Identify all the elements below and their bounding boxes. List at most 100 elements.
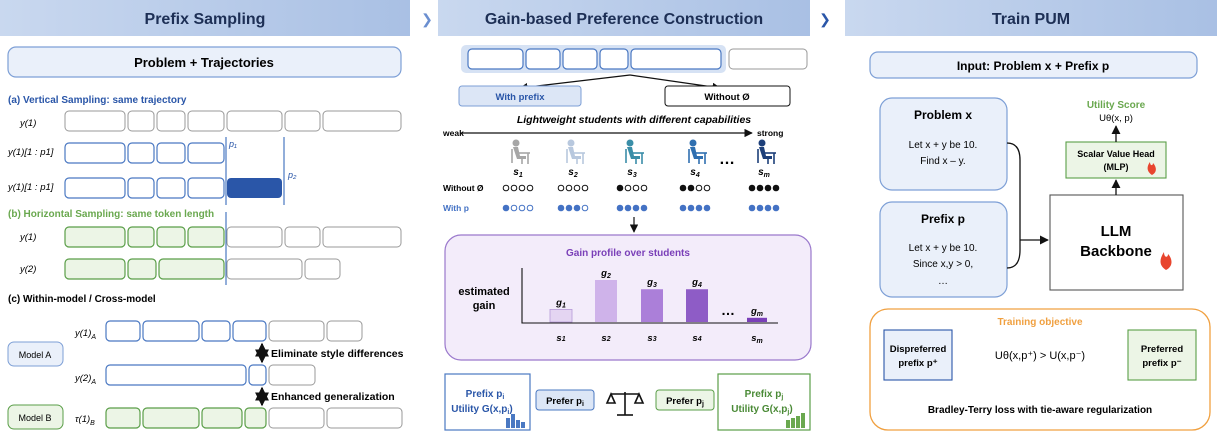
without-dot <box>748 184 756 192</box>
header-col3-bg <box>845 0 1217 36</box>
estimated-label: estimated <box>458 286 509 298</box>
prefer-j-box <box>655 389 715 411</box>
value-head-line1: Scalar Value Head <box>1077 149 1155 159</box>
prefix-j-mini-bars <box>786 413 805 428</box>
utility-i-label: Utility G(x,pi) <box>451 404 512 416</box>
gain-category-label: s4 <box>692 333 701 344</box>
prefix-line1: Let x + y be 10. <box>909 243 978 254</box>
strong-label: strong <box>757 128 783 138</box>
v-row3-extra-token <box>227 178 282 198</box>
head-flame-icon <box>1147 162 1156 175</box>
gain-bar <box>747 317 767 322</box>
m-row1-blue-tokens <box>105 320 267 342</box>
with-dot <box>616 204 624 212</box>
top-grey-token <box>728 48 808 70</box>
m-row3-grey-tokens <box>268 407 403 429</box>
bt-loss-label: Bradley-Terry loss with tie-aware regula… <box>928 405 1152 416</box>
student-figure-icon <box>757 139 776 164</box>
with-dot <box>565 204 573 212</box>
objective-formula: Uθ(x,p⁺) > U(x,p⁻) <box>995 350 1085 362</box>
gain-bar-label: g3 <box>646 277 657 289</box>
model-b-label: Model B <box>18 413 51 423</box>
without-dot <box>565 184 573 192</box>
enhanced-label: Enhanced generalization <box>271 391 395 403</box>
preferred-box <box>1127 329 1197 381</box>
with-dot <box>695 204 703 212</box>
gain-category-label: s1 <box>556 333 565 344</box>
without-label: Without Ø <box>704 92 749 103</box>
with-dot <box>502 204 510 212</box>
header-col1-bg <box>0 0 410 36</box>
without-dot <box>510 184 518 192</box>
gain-category-label: sm <box>751 333 763 345</box>
header-col2: Gain-based Preference Construction <box>485 11 763 28</box>
v-row3-tokens <box>64 177 225 199</box>
prefer-j-label: Prefer pj <box>666 396 704 408</box>
prefix-i-mini-bars <box>506 414 525 428</box>
without-dot <box>703 184 711 192</box>
h-row1-label: y(1) <box>19 232 36 243</box>
dispreferred-line2: prefix p⁺ <box>898 358 937 369</box>
gain-bar-label: g1 <box>555 297 566 309</box>
prefix-j-label: Prefix pj <box>745 389 784 401</box>
h-row1-green-tokens <box>64 226 225 248</box>
gain-bar <box>549 308 573 323</box>
m-row3-green-tokens <box>105 407 267 429</box>
gain-bar-label: gm <box>750 306 763 318</box>
backbone-flame-icon <box>1160 252 1172 270</box>
dispreferred-line1: Dispreferred <box>890 344 947 355</box>
with-dot <box>640 204 648 212</box>
without-dot <box>557 184 565 192</box>
problem-line2: Find x – y. <box>920 156 965 167</box>
with-dot <box>624 204 632 212</box>
student-label: sm <box>758 167 770 179</box>
student-figure-icon <box>566 139 585 164</box>
top-prefix-tokens <box>467 48 722 70</box>
backbone-label: Backbone <box>1080 243 1152 260</box>
weak-label: weak <box>442 128 464 138</box>
with-dot <box>756 204 764 212</box>
chart-ellipsis: … <box>721 302 735 318</box>
with-dot <box>632 204 640 212</box>
problem-card-title: Problem x <box>914 108 972 122</box>
m-row2-label: y(2)A <box>74 373 96 386</box>
utility-j-label: Utility G(x,pj) <box>731 404 792 416</box>
llm-backbone-box <box>1049 194 1184 291</box>
training-objective-title: Training objective <box>997 317 1082 328</box>
input-label: Input: Problem x + Prefix p <box>957 59 1109 73</box>
gain-label: gain <box>473 300 496 312</box>
value-head-line2: (MLP) <box>1104 162 1129 172</box>
model-a-label: Model A <box>19 350 52 360</box>
eliminate-label: Eliminate style differences <box>271 348 404 360</box>
u-theta-label: Uθ(x, p) <box>1099 113 1133 124</box>
header-col3: Train PUM <box>992 11 1070 28</box>
without-dot <box>772 184 780 192</box>
problem-trajectories-box <box>7 46 402 78</box>
p2-label: p₂ <box>287 170 297 180</box>
student-figure-icon <box>688 139 707 164</box>
with-dot <box>518 204 526 212</box>
p1-label: p₁ <box>228 139 237 149</box>
m-row1-grey-tokens <box>268 320 363 342</box>
with-dot <box>679 204 687 212</box>
header-col2-bg <box>438 0 810 36</box>
student-label: s4 <box>690 167 700 179</box>
without-dot <box>640 184 648 192</box>
problem-card <box>879 97 1008 191</box>
horizontal-sampling-title: (b) Horizontal Sampling: same token leng… <box>8 209 214 220</box>
chevron-icon: ❯ <box>819 11 831 28</box>
student-label: s3 <box>627 167 637 179</box>
with-prefix-label: With prefix <box>496 92 546 103</box>
preferred-line1: Preferred <box>1141 344 1183 355</box>
with-dot <box>748 204 756 212</box>
student-label: s1 <box>513 167 523 179</box>
prefix-i-label: Prefix pi <box>466 389 505 401</box>
prefix-card <box>879 201 1008 298</box>
student-figure-icon <box>625 139 644 164</box>
vertical-sampling-title: (a) Vertical Sampling: same trajectory <box>8 95 187 106</box>
without-dot <box>632 184 640 192</box>
student-dots <box>502 184 780 212</box>
preferred-line2: prefix p⁻ <box>1142 358 1181 369</box>
input-box <box>869 51 1198 79</box>
v-row1-tokens <box>64 110 402 132</box>
